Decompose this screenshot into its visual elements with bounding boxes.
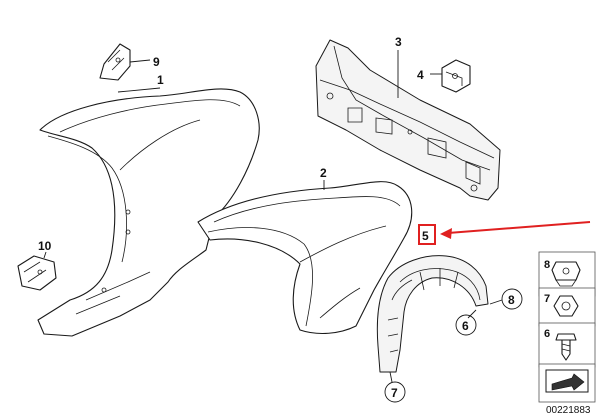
callout-5-highlight-box [418, 224, 436, 245]
callout-8-circle [501, 288, 523, 310]
leader-10 [43, 251, 47, 259]
legend-label-6: 6 [544, 328, 550, 340]
part-4-clip [441, 59, 471, 93]
leader-1 [117, 87, 161, 93]
callout-6-circle [455, 314, 477, 336]
part-3-rear-panel [315, 39, 501, 201]
callout-10: 10 [38, 239, 52, 253]
legend-label-8: 8 [544, 259, 550, 271]
leader-9 [129, 59, 151, 63]
direction-arrow-icon [545, 369, 589, 393]
part-5-wheel-arch-liner [376, 255, 489, 373]
callout-8: 8 [508, 293, 515, 307]
callout-1: 1 [157, 73, 164, 87]
callout-4: 4 [417, 68, 424, 82]
leader-8 [489, 299, 503, 305]
part-10-bracket [17, 255, 57, 291]
callout-6: 6 [462, 319, 469, 333]
callout-2: 2 [320, 166, 327, 180]
callout-5: 5 [422, 229, 429, 243]
callout-7-circle [384, 381, 406, 403]
speed-nut-icon [551, 261, 581, 287]
leader-7 [389, 371, 393, 383]
hex-nut-icon [553, 295, 579, 317]
legend-label-7: 7 [544, 293, 550, 305]
leader-6 [467, 309, 477, 319]
part-9-bracket [99, 43, 131, 81]
part-1-side-panel [37, 88, 260, 337]
callout-3: 3 [395, 35, 402, 49]
fastener-legend: 8 7 6 [538, 251, 596, 403]
screw-icon [555, 333, 577, 361]
diagram-id: 00221883 [546, 405, 591, 416]
part-2-outer-panel [197, 181, 413, 335]
callout-9: 9 [153, 55, 160, 69]
highlight-arrow [440, 221, 591, 239]
callout-7: 7 [391, 386, 398, 400]
